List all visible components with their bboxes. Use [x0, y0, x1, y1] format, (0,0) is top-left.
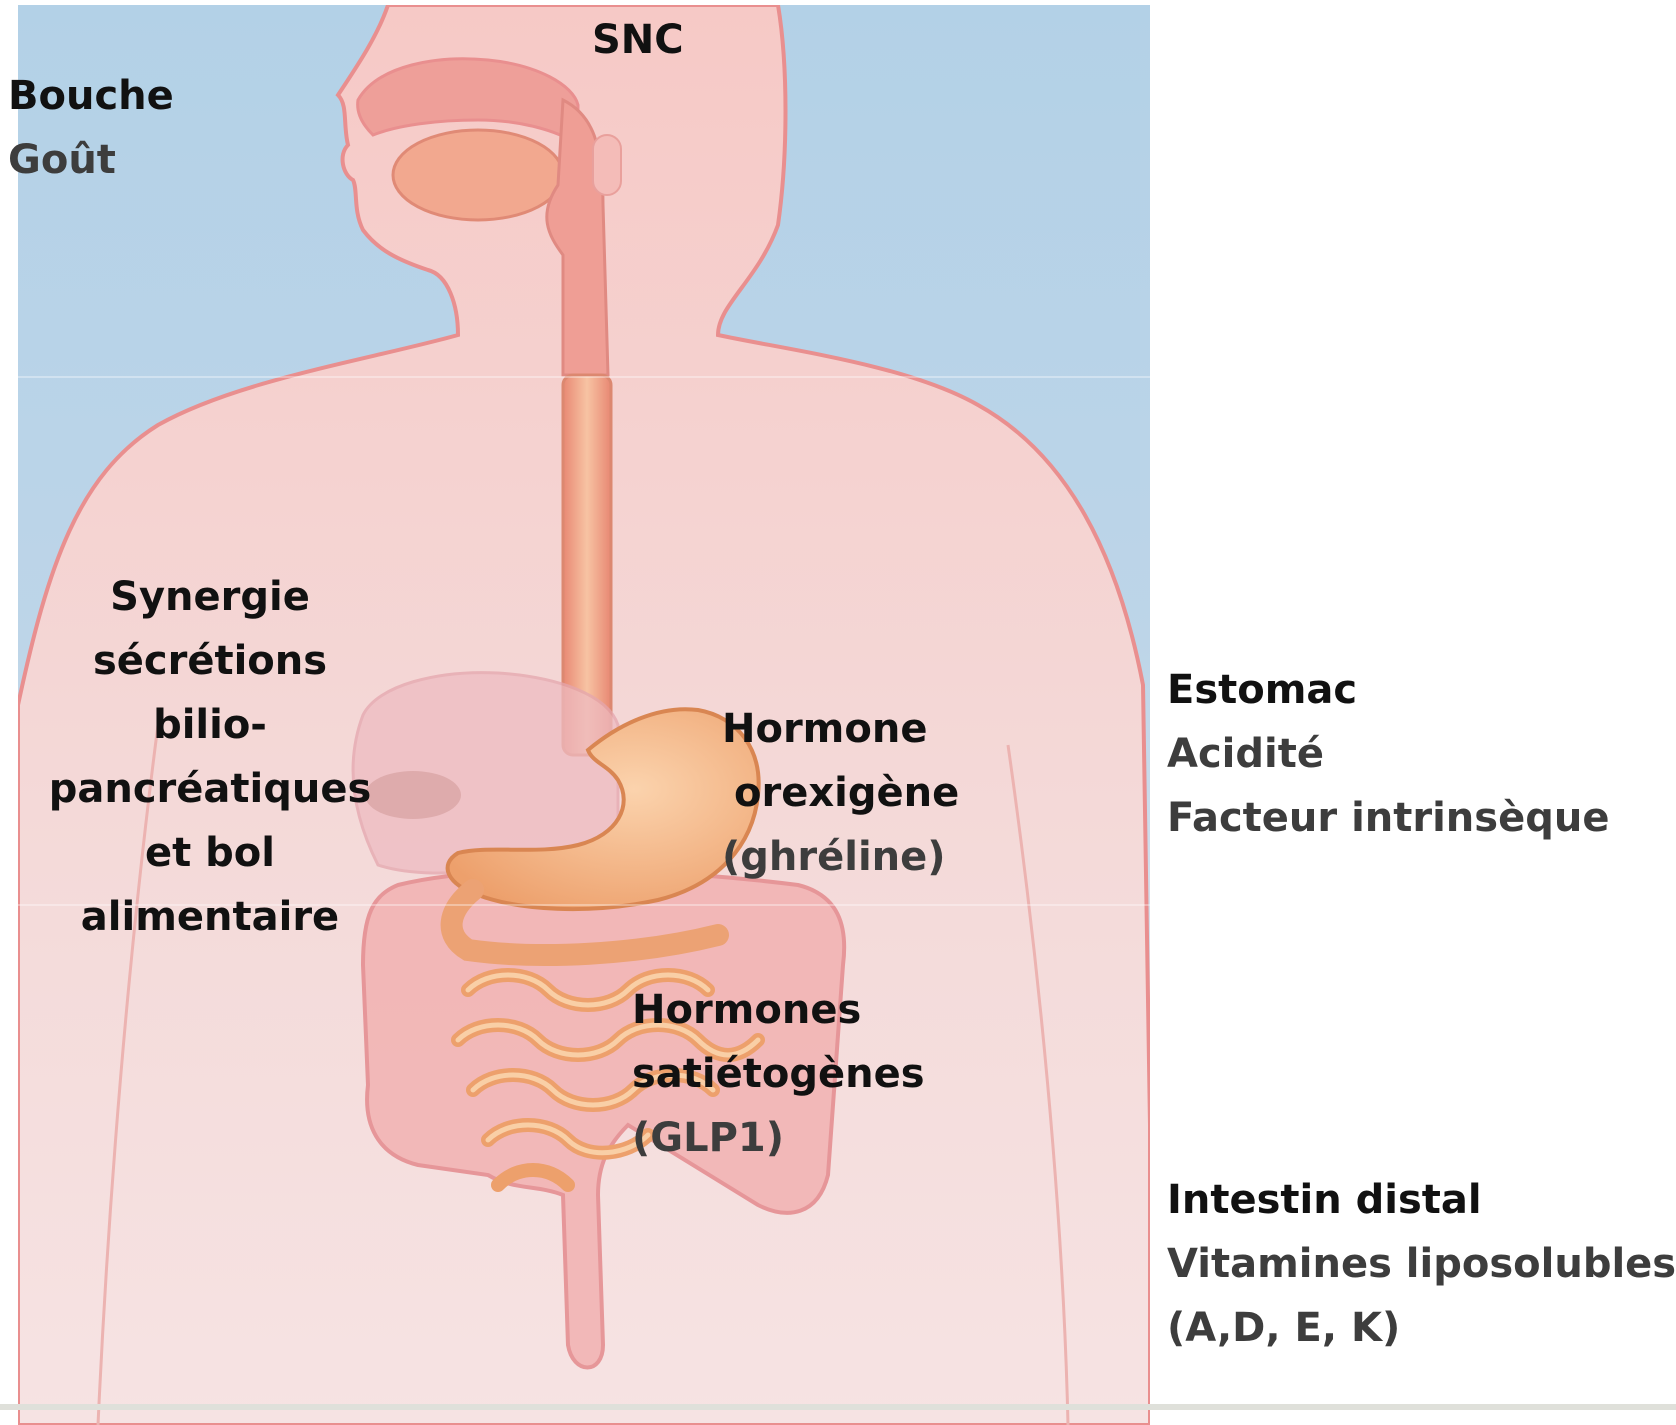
- synergie-line: alimentaire: [30, 885, 390, 949]
- synergie-line: Synergie: [30, 565, 390, 629]
- orexigene-line: (ghréline): [722, 825, 959, 889]
- label-intestin-distal: Intestin distal Vitamines liposolubles (…: [1167, 1168, 1676, 1360]
- intestin-line: Vitamines liposolubles: [1167, 1232, 1676, 1296]
- thyroid: [593, 135, 621, 195]
- label-estomac: Estomac Acidité Facteur intrinsèque: [1167, 658, 1609, 850]
- synergie-line: bilio-: [30, 693, 390, 757]
- estomac-title: Estomac: [1167, 658, 1609, 722]
- label-synergie: Synergie sécrétions bilio- pancréatiques…: [30, 565, 390, 949]
- orexigene-line: Hormone: [722, 697, 959, 761]
- satietogenes-line: satiétogènes: [632, 1042, 925, 1106]
- label-hormones-satietogenes: Hormones satiétogènes (GLP1): [632, 978, 925, 1170]
- satietogenes-line: Hormones: [632, 978, 925, 1042]
- tongue: [393, 130, 563, 220]
- orexigene-line: orexigène: [722, 761, 959, 825]
- bouche-title: Bouche: [8, 64, 174, 128]
- synergie-line: sécrétions: [30, 629, 390, 693]
- label-hormone-orexigene: Hormone orexigène (ghréline): [722, 697, 959, 889]
- synergie-line: pancréatiques: [30, 757, 390, 821]
- label-snc: SNC: [592, 8, 684, 72]
- intestin-line: (A,D, E, K): [1167, 1296, 1676, 1360]
- bottom-strip: [0, 1404, 1676, 1410]
- bouche-sub: Goût: [8, 128, 174, 192]
- intestin-title: Intestin distal: [1167, 1168, 1676, 1232]
- satietogenes-line: (GLP1): [632, 1106, 925, 1170]
- estomac-line: Acidité: [1167, 722, 1609, 786]
- estomac-line: Facteur intrinsèque: [1167, 786, 1609, 850]
- synergie-line: et bol: [30, 821, 390, 885]
- label-bouche: Bouche Goût: [8, 64, 174, 192]
